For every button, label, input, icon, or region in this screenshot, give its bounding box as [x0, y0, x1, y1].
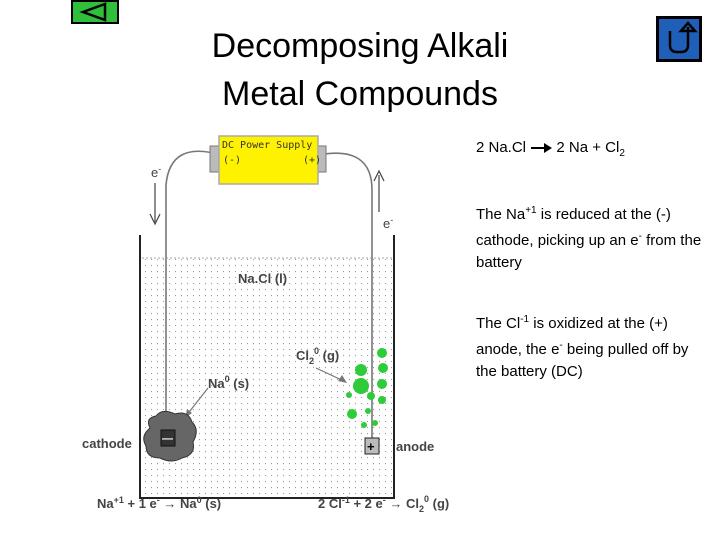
para1-superscript-2: -: [638, 231, 642, 242]
cathode-label: cathode: [82, 436, 132, 451]
power-supply: DC Power Supply (-) (+): [209, 135, 327, 185]
oxidation-half-reaction: 2 Cl-1 + 2 e- → Cl20 (g): [318, 494, 449, 514]
positive-terminal-label: (+): [303, 155, 321, 166]
para2-text-1: The Cl: [476, 315, 521, 332]
bubble: [361, 422, 367, 428]
power-supply-box: [218, 135, 319, 185]
oxidation-paragraph: The Cl-1 is oxidized at the (+) anode, t…: [476, 309, 711, 383]
chlorine-pointer-head: [338, 375, 347, 383]
bubble: [365, 408, 371, 414]
page-title: Decomposing Alkali Metal Compounds: [150, 22, 570, 118]
title-line-1: Decomposing Alkali: [211, 27, 509, 65]
cathode-sign: —: [162, 433, 173, 445]
para2-text-3: being pulled off by the battery (DC): [476, 341, 689, 380]
return-button[interactable]: [656, 16, 702, 62]
cathode-electrode: [160, 429, 176, 447]
arrow-right-icon: [531, 143, 553, 154]
bubble: [378, 363, 388, 373]
para1-text-3: from the battery: [476, 232, 702, 271]
equation-rhs: 2 Na + Cl: [556, 139, 620, 156]
beaker: [139, 235, 395, 499]
bubble: [367, 392, 375, 400]
triangle-left-icon: [79, 2, 107, 22]
molten-nacl-label: Na.Cl (l): [238, 271, 287, 286]
electron-label-right: e-: [383, 215, 393, 231]
reaction-equation: 2 Na.Cl 2 Na + Cl2: [476, 137, 711, 165]
anode-sign: +: [367, 439, 375, 454]
electron-arrow-left: [149, 183, 161, 226]
para1-text-1: The Na: [476, 206, 526, 223]
anode-electrode: [364, 437, 380, 455]
sodium-metal-label: Na0 (s): [208, 374, 249, 391]
bubble: [377, 379, 387, 389]
bubble: [378, 396, 386, 404]
back-button[interactable]: [71, 0, 119, 24]
bubble: [355, 364, 367, 376]
para2-superscript-1: -1: [520, 314, 530, 325]
bubble: [372, 420, 378, 426]
bubble: [347, 409, 357, 419]
anode-wire: [317, 152, 373, 440]
equation-lhs: 2 Na.Cl: [476, 139, 527, 156]
chlorine-bubbles: [346, 348, 388, 428]
chlorine-gas-label: Cl20 (g): [296, 346, 339, 366]
para2-text-2: is oxidized at the (+) anode, the e: [476, 315, 668, 358]
power-supply-label: DC Power Supply: [222, 140, 312, 151]
title-line-2: Metal Compounds: [222, 75, 498, 113]
electron-label-left: e-: [151, 164, 161, 180]
molten-salt: [142, 258, 392, 498]
reduction-half-reaction: Na+1 + 1 e- → Na0 (s): [97, 495, 221, 511]
para2-superscript-2: -: [559, 340, 563, 351]
equation-rhs-subscript: 2: [619, 148, 625, 159]
para1-text-2: is reduced at the (-) cathode, picking u…: [476, 206, 671, 249]
electron-arrow-right: [373, 169, 385, 212]
bubble: [377, 348, 387, 358]
u-turn-arrow-icon: [668, 21, 698, 54]
anode-label: anode: [396, 439, 434, 454]
bubble: [353, 378, 369, 394]
reduction-paragraph: The Na+1 is reduced at the (-) cathode, …: [476, 200, 711, 274]
negative-terminal-label: (-): [223, 155, 241, 166]
bubble: [346, 392, 352, 398]
para1-superscript-1: +1: [525, 205, 537, 216]
